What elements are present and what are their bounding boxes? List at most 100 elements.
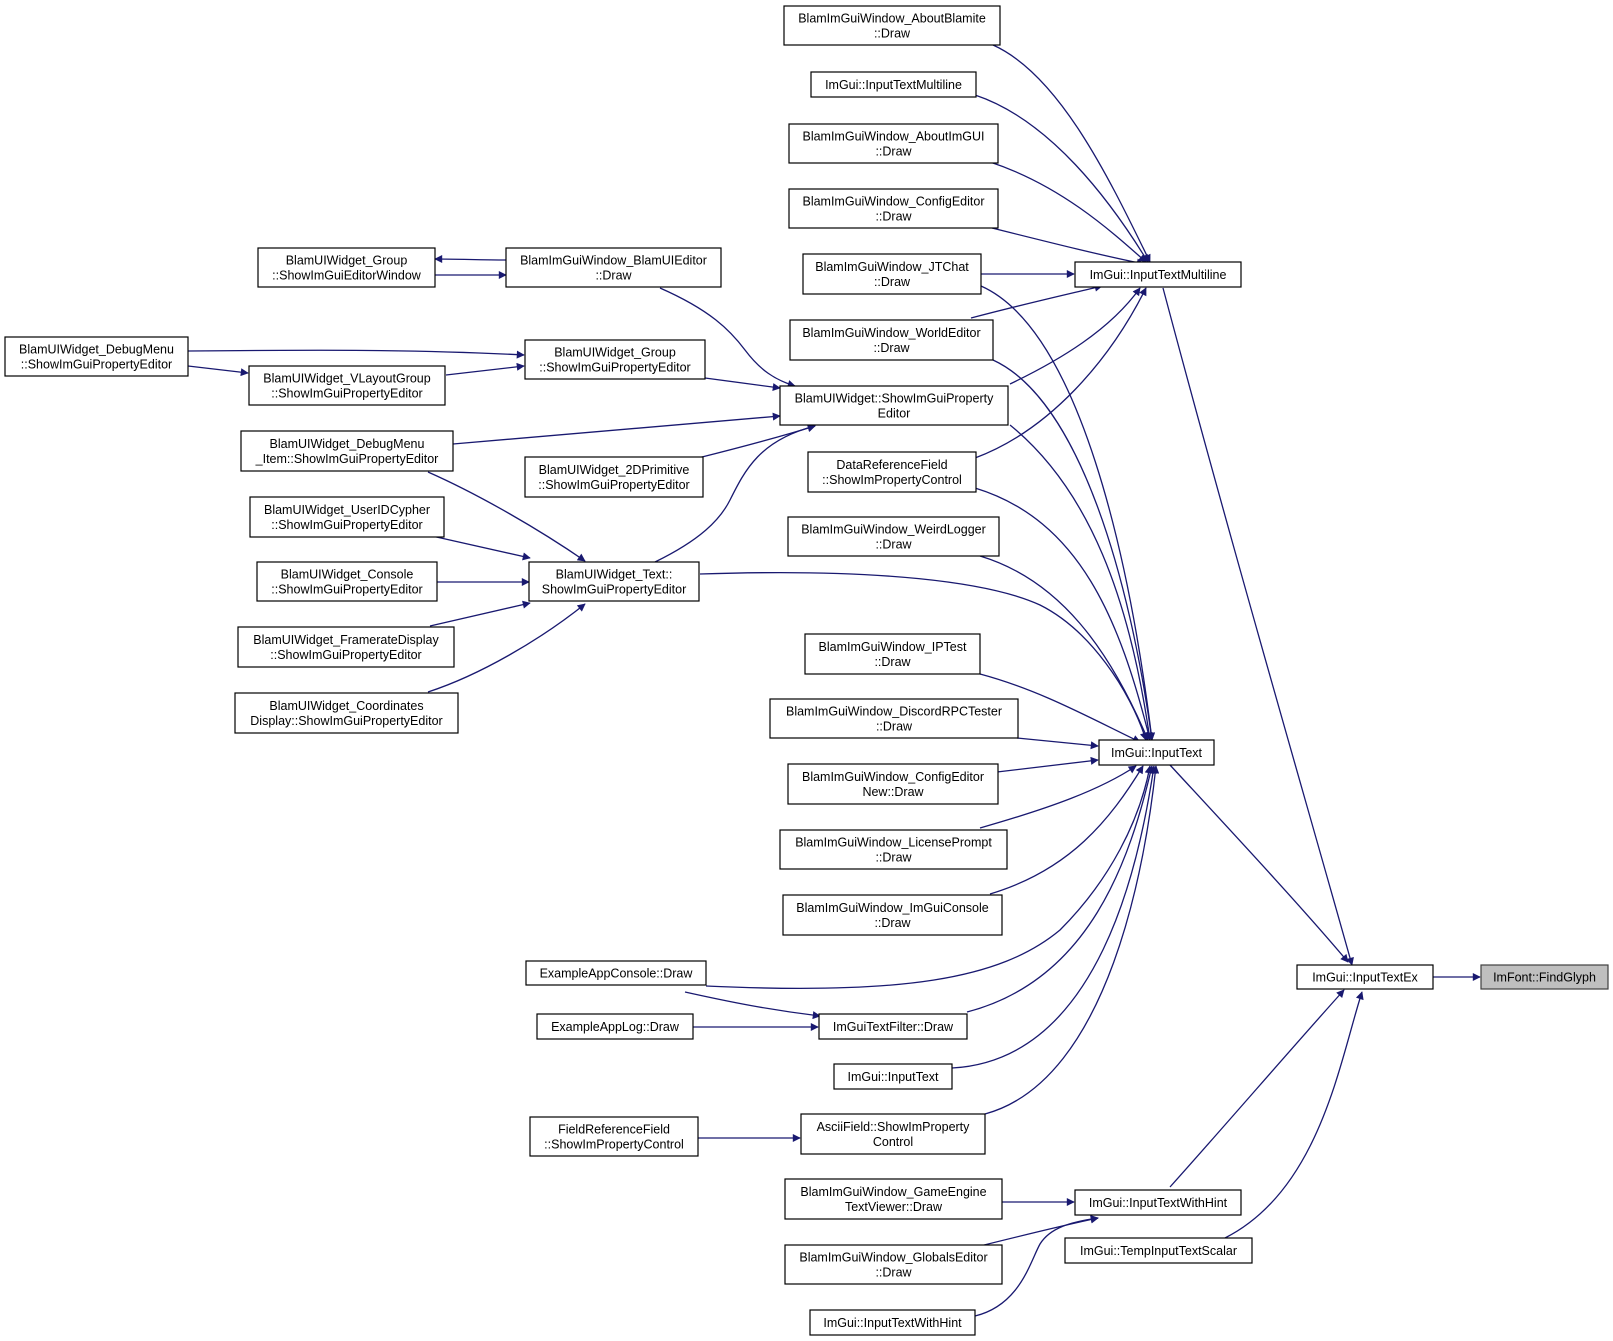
node-blam-ui-editor[interactable]: BlamImGuiWindow_BlamUIEditor::Draw [505, 247, 722, 288]
node-group-editor-window[interactable]: BlamUIWidget_Group::ShowImGuiEditorWindo… [257, 247, 436, 288]
node-box[interactable] [505, 247, 722, 288]
node-box[interactable] [256, 561, 438, 602]
node-find-glyph[interactable]: ImFont::FindGlyph [1480, 964, 1609, 990]
node-imgui-text-filter[interactable]: ImGuiTextFilter::Draw [818, 1013, 968, 1040]
node-label-line: BlamImGuiWindow_ConfigEditor [802, 770, 984, 784]
nodes-layer: ImFont::FindGlyphImGui::InputTextExImGui… [4, 5, 1609, 1336]
node-box[interactable] [809, 1309, 976, 1336]
node-user-id-cypher[interactable]: BlamUIWidget_UserIDCypher::ShowImGuiProp… [249, 496, 445, 538]
node-label-line: BlamUIWidget_FramerateDisplay [253, 633, 439, 647]
node-framerate-display[interactable]: BlamUIWidget_FramerateDisplay::ShowImGui… [237, 626, 455, 668]
node-ui-widget-show-prop[interactable]: BlamUIWidget::ShowImGuiPropertyEditor [779, 385, 1009, 426]
node-box[interactable] [237, 626, 455, 668]
node-box[interactable] [4, 336, 189, 377]
node-primitive-2d[interactable]: BlamUIWidget_2DPrimitive::ShowImGuiPrope… [524, 456, 704, 498]
node-label-line: ::ShowImPropertyControl [822, 473, 962, 487]
node-label-line: BlamImGuiWindow_GameEngine [800, 1185, 986, 1199]
node-input-text-main[interactable]: ImGui::InputText [1098, 739, 1215, 766]
node-box[interactable] [234, 692, 459, 734]
node-box[interactable] [1064, 1237, 1253, 1264]
node-box[interactable] [784, 1244, 1003, 1285]
node-temp-input-text-scalar[interactable]: ImGui::TempInputTextScalar [1064, 1237, 1253, 1264]
node-box[interactable] [1480, 964, 1609, 990]
node-box[interactable] [240, 430, 454, 472]
edge-primitive2d-uiwidgetprop [697, 424, 816, 459]
node-imgui-console[interactable]: BlamImGuiWindow_ImGuiConsole::Draw [782, 894, 1003, 936]
node-box[interactable] [810, 71, 977, 98]
node-group-prop[interactable]: BlamUIWidget_Group::ShowImGuiPropertyEdi… [524, 339, 706, 380]
node-config-editor[interactable]: BlamImGuiWindow_ConfigEditor::Draw [788, 188, 999, 229]
node-box[interactable] [788, 188, 999, 229]
node-box[interactable] [249, 496, 445, 538]
node-input-text-multiline-caller[interactable]: ImGui::InputTextMultiline [810, 71, 977, 98]
node-box[interactable] [529, 1116, 699, 1157]
node-label-line: ::Draw [874, 655, 911, 669]
node-widget-console[interactable]: BlamUIWidget_Console::ShowImGuiPropertyE… [256, 561, 438, 602]
node-input-text-caller[interactable]: ImGui::InputText [833, 1063, 953, 1090]
node-box[interactable] [789, 319, 994, 361]
node-game-engine-text-viewer[interactable]: BlamImGuiWindow_GameEngineTextViewer::Dr… [784, 1178, 1003, 1220]
node-input-text-multiline-main[interactable]: ImGui::InputTextMultiline [1074, 261, 1242, 288]
node-label-line: ::Draw [876, 720, 913, 734]
node-box[interactable] [787, 516, 1000, 557]
edge-jtchat-inputtext [980, 285, 1156, 741]
node-ascii-field[interactable]: AsciiField::ShowImPropertyControl [800, 1113, 986, 1155]
node-box[interactable] [804, 633, 981, 675]
node-data-reference-field[interactable]: DataReferenceField::ShowImPropertyContro… [807, 451, 977, 493]
node-box[interactable] [769, 698, 1019, 739]
edge-licenseprompt-inputtext [979, 765, 1137, 829]
node-box[interactable] [800, 1113, 986, 1155]
node-box[interactable] [1074, 261, 1242, 288]
node-about-blamite[interactable]: BlamImGuiWindow_AboutBlamite::Draw [783, 5, 1001, 46]
node-label-line: BlamImGuiWindow_ImGuiConsole [796, 901, 988, 915]
node-box[interactable] [1098, 739, 1215, 766]
node-box[interactable] [779, 385, 1009, 426]
node-field-reference-field[interactable]: FieldReferenceField::ShowImPropertyContr… [529, 1116, 699, 1157]
node-box[interactable] [807, 451, 977, 493]
edge-blamuieditor-groupwindow [434, 255, 507, 264]
node-box[interactable] [802, 253, 982, 295]
node-example-app-console[interactable]: ExampleAppConsole::Draw [525, 960, 707, 986]
edge-asciifield-inputtext [984, 765, 1160, 1115]
node-input-text-with-hint-caller[interactable]: ImGui::InputTextWithHint [809, 1309, 976, 1336]
edge-aboutblamite-multiline [992, 44, 1151, 263]
node-box[interactable] [818, 1013, 968, 1040]
node-box[interactable] [524, 339, 706, 380]
node-license-prompt[interactable]: BlamImGuiWindow_LicensePrompt::Draw [779, 829, 1008, 870]
node-box[interactable] [783, 5, 1001, 46]
node-box[interactable] [1074, 1189, 1242, 1216]
node-box[interactable] [257, 247, 436, 288]
node-about-imgui[interactable]: BlamImGuiWindow_AboutImGUI::Draw [788, 123, 999, 164]
node-input-text-with-hint-main[interactable]: ImGui::InputTextWithHint [1074, 1189, 1242, 1216]
node-box[interactable] [524, 456, 704, 498]
node-label-line: ::Draw [874, 916, 911, 930]
node-debug-menu-item[interactable]: BlamUIWidget_DebugMenu_Item::ShowImGuiPr… [240, 430, 454, 472]
node-box[interactable] [525, 960, 707, 986]
node-widget-text[interactable]: BlamUIWidget_Text::ShowImGuiPropertyEdit… [528, 561, 700, 602]
edge-widgettext-uiwidgetprop [654, 423, 816, 563]
node-label-line: ::Draw [875, 210, 912, 224]
node-box[interactable] [779, 829, 1008, 870]
node-jtchat[interactable]: BlamImGuiWindow_JTChat::Draw [802, 253, 982, 295]
edge-worldeditor-multiline [970, 283, 1103, 319]
node-box[interactable] [787, 763, 999, 805]
node-discord-rpc[interactable]: BlamImGuiWindow_DiscordRPCTester::Draw [769, 698, 1019, 739]
node-box[interactable] [788, 123, 999, 164]
node-coordinates-display[interactable]: BlamUIWidget_CoordinatesDisplay::ShowImG… [234, 692, 459, 734]
node-ip-test[interactable]: BlamImGuiWindow_IPTest::Draw [804, 633, 981, 675]
node-example-app-log[interactable]: ExampleAppLog::Draw [536, 1013, 694, 1040]
node-world-editor[interactable]: BlamImGuiWindow_WorldEditor::Draw [789, 319, 994, 361]
node-box[interactable] [248, 365, 446, 406]
node-box[interactable] [833, 1063, 953, 1090]
node-box[interactable] [528, 561, 700, 602]
node-weird-logger[interactable]: BlamImGuiWindow_WeirdLogger::Draw [787, 516, 1000, 557]
node-box[interactable] [782, 894, 1003, 936]
node-input-text-ex[interactable]: ImGui::InputTextEx [1296, 964, 1434, 990]
node-debug-menu[interactable]: BlamUIWidget_DebugMenu::ShowImGuiPropert… [4, 336, 189, 377]
node-vlayout-group[interactable]: BlamUIWidget_VLayoutGroup::ShowImGuiProp… [248, 365, 446, 406]
node-box[interactable] [536, 1013, 694, 1040]
node-box[interactable] [784, 1178, 1003, 1220]
node-box[interactable] [1296, 964, 1434, 990]
node-globals-editor[interactable]: BlamImGuiWindow_GlobalsEditor::Draw [784, 1244, 1003, 1285]
